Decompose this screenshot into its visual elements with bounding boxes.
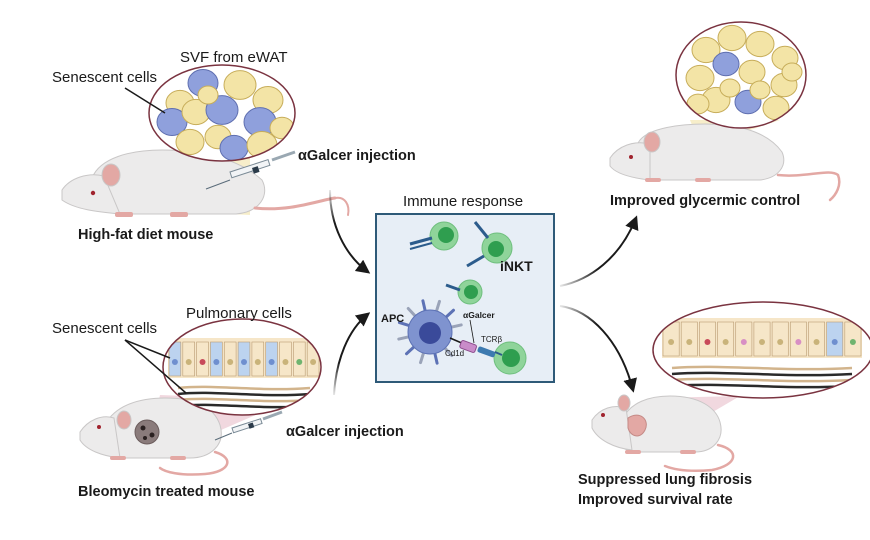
epithelial-cell bbox=[279, 341, 292, 377]
inkt-cell bbox=[409, 221, 459, 251]
cd1d-label: Cd1d bbox=[445, 349, 464, 358]
callout-line bbox=[124, 339, 187, 394]
nucleus bbox=[310, 359, 317, 365]
immune-response-panel: Immune response iNKT bbox=[375, 193, 555, 383]
inkt-cell bbox=[466, 221, 513, 268]
inset-title: Pulmonary cells bbox=[186, 305, 292, 322]
epithelial-cell bbox=[182, 341, 195, 377]
tcr-label: TCRβ bbox=[481, 335, 502, 344]
arrow-center-to-top-right bbox=[559, 215, 639, 287]
nucleus bbox=[171, 359, 178, 365]
nucleus bbox=[686, 339, 693, 345]
syringe-icon bbox=[205, 150, 296, 190]
immune-response-title: Immune response bbox=[403, 193, 523, 210]
adipocyte bbox=[223, 70, 257, 100]
outcome-line-1: Suppressed lung fibrosis bbox=[578, 472, 752, 488]
adipose-inset bbox=[675, 21, 807, 129]
adipocyte bbox=[745, 30, 775, 58]
senescent-cell bbox=[712, 51, 740, 77]
lung-outcome-panel: Suppressed lung fibrosis Improved surviv… bbox=[578, 301, 870, 508]
senescent-cells-label: Senescent cells bbox=[52, 69, 157, 86]
adipocyte bbox=[686, 93, 710, 115]
inkt-cell bbox=[445, 279, 483, 305]
nucleus bbox=[759, 339, 765, 345]
nucleus bbox=[831, 339, 838, 345]
adipocyte bbox=[685, 64, 715, 92]
inset-title: SVF from eWAT bbox=[180, 49, 288, 66]
recovered-mouse-illustration bbox=[591, 394, 735, 473]
senescent-cell bbox=[219, 134, 249, 161]
epithelial-cell bbox=[771, 321, 789, 357]
outcome-line-2: Improved survival rate bbox=[578, 492, 733, 508]
senescent-cells-label: Senescent cells bbox=[52, 320, 157, 337]
arrow-center-to-bottom-right bbox=[559, 305, 637, 393]
epithelial-cell bbox=[223, 341, 237, 377]
agalcer-label: αGalcer bbox=[463, 310, 495, 320]
apc-label: APC bbox=[381, 313, 404, 325]
adipocyte bbox=[719, 78, 741, 98]
adipocyte bbox=[781, 62, 803, 82]
epithelial-cell bbox=[808, 321, 825, 357]
fibrotic-strand bbox=[671, 383, 853, 389]
healthy-lung-inset bbox=[652, 301, 870, 399]
adipocyte bbox=[246, 131, 278, 159]
adipocyte bbox=[175, 128, 205, 156]
fibrotic-strand bbox=[177, 385, 311, 391]
nucleus bbox=[185, 359, 192, 365]
nucleus bbox=[199, 359, 206, 365]
bleomycin-mouse-illustration bbox=[79, 397, 229, 476]
nucleus bbox=[213, 359, 220, 365]
arrow-bottom-left-to-center bbox=[333, 312, 371, 396]
adipocyte bbox=[738, 59, 766, 85]
nucleus bbox=[813, 339, 820, 345]
mouse-label: High-fat diet mouse bbox=[78, 227, 213, 243]
nucleus bbox=[849, 339, 856, 345]
arrow-top-left-to-center bbox=[329, 189, 371, 274]
high-fat-diet-panel: Senescent cells SVF from eWAT αGalcer in… bbox=[52, 49, 416, 243]
injection-label: αGalcer injection bbox=[298, 148, 416, 164]
nucleus bbox=[777, 339, 784, 345]
nucleus bbox=[740, 339, 747, 345]
adipocyte bbox=[762, 95, 790, 121]
epithelial-cell bbox=[789, 321, 807, 357]
fibrotic-strand bbox=[177, 391, 311, 397]
cd1d-tcr-complex bbox=[449, 319, 503, 358]
fibrotic-strand bbox=[177, 397, 311, 403]
fibrotic-strand bbox=[671, 371, 853, 377]
inkt-label: iNKT bbox=[500, 258, 533, 274]
fibrotic-strand bbox=[671, 365, 853, 371]
injection-label: αGalcer injection bbox=[286, 424, 404, 440]
bleomycin-panel: Senescent cells Pulmonary cells αGalcer … bbox=[52, 305, 404, 500]
apc-cell bbox=[397, 299, 463, 365]
pulmonary-inset bbox=[162, 318, 322, 416]
syringe-icon bbox=[214, 410, 283, 441]
nucleus bbox=[227, 359, 234, 365]
nucleus bbox=[722, 339, 729, 345]
nucleus bbox=[254, 359, 261, 365]
callout-line bbox=[124, 87, 166, 114]
senescent-cell bbox=[826, 321, 844, 357]
nucleus bbox=[795, 339, 802, 345]
nucleus bbox=[296, 359, 303, 365]
fibrotic-strand bbox=[671, 377, 853, 383]
adipocyte bbox=[197, 85, 219, 105]
nucleus bbox=[668, 339, 675, 345]
nucleus bbox=[268, 359, 275, 365]
nucleus bbox=[241, 359, 247, 365]
outcome-label: Improved glycermic control bbox=[610, 193, 800, 209]
mouse-label: Bleomycin treated mouse bbox=[78, 484, 254, 500]
inkt-cell bbox=[493, 341, 527, 375]
nucleus bbox=[704, 339, 711, 345]
glycemic-outcome-panel: Improved glycermic control bbox=[609, 21, 841, 209]
adipocyte bbox=[749, 80, 771, 100]
healthy-mouse-illustration bbox=[609, 123, 841, 202]
callout-line bbox=[124, 339, 171, 359]
adipocyte bbox=[717, 24, 747, 52]
svf-inset bbox=[148, 64, 296, 162]
adipocyte bbox=[269, 116, 295, 140]
adipocyte bbox=[691, 36, 721, 64]
nucleus bbox=[282, 359, 289, 365]
